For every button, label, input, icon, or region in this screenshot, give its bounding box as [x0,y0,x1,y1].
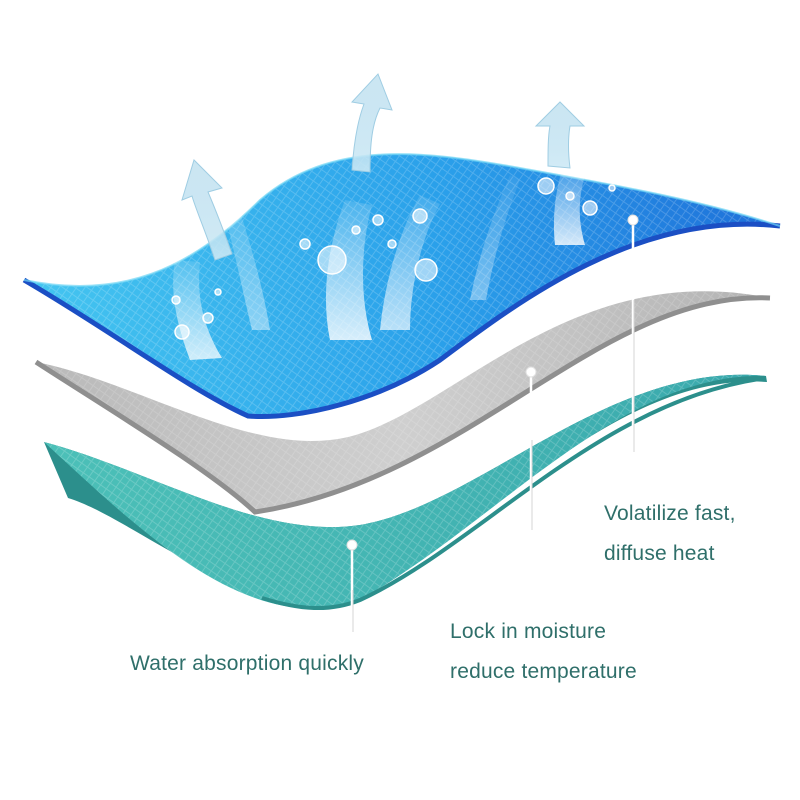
bottom-layer-caption: Water absorption quickly [130,644,364,684]
pointer-lines-shadow [352,300,635,632]
vapor-arrow-icon [181,73,586,261]
water-droplet-icon [171,177,616,340]
pointer-lines [350,222,635,630]
middle-layer-caption-line1: Lock in moisture [450,620,607,643]
middle-layer-caption: Lock in moisture reduce temperature [450,612,637,692]
middle-layer-caption-line2: reduce temperature [450,660,637,683]
bottom-layer-caption-line1: Water absorption quickly [130,652,364,675]
top-layer-caption-line2: diffuse heat [604,542,715,565]
top-layer-caption: Volatilize fast, diffuse heat [604,494,736,574]
middle-layer [34,291,771,515]
bottom-layer [44,374,767,611]
pointer-dot-icon [346,214,639,551]
top-layer-caption-line1: Volatilize fast, [604,502,736,525]
